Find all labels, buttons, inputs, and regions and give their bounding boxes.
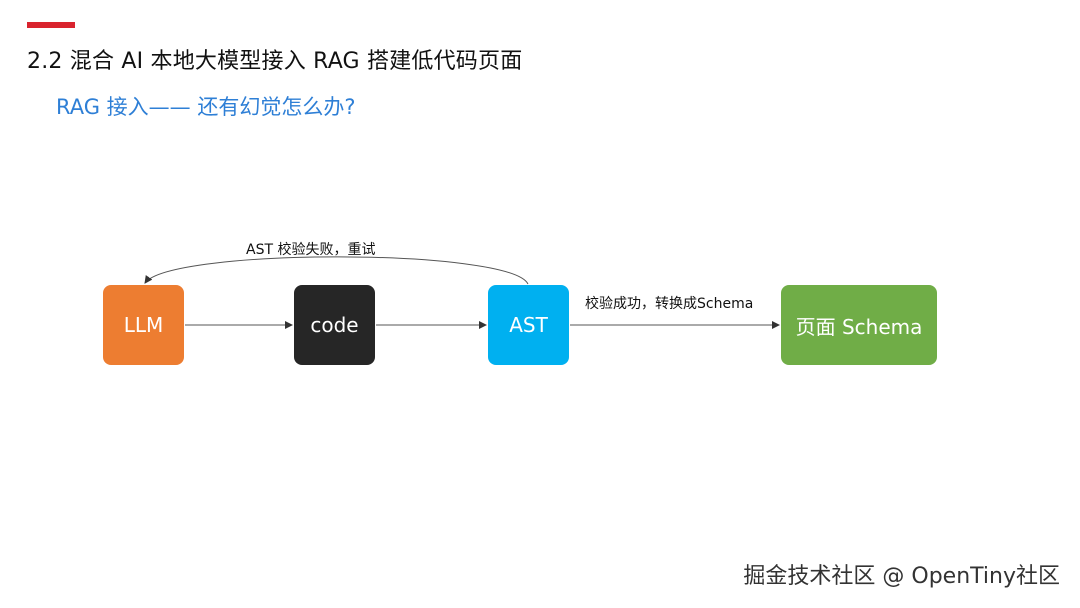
edge-ast-to-llm-retry bbox=[144, 256, 529, 285]
edge-label-retry: AST 校验失败，重试 bbox=[246, 242, 376, 258]
title-accent-bar bbox=[27, 22, 75, 28]
slide-subtitle: RAG 接入—— 还有幻觉怎么办? bbox=[56, 95, 356, 119]
watermark: 掘金技术社区 @ OpenTiny社区 bbox=[743, 564, 1060, 589]
edge-label-success: 校验成功，转换成Schema bbox=[585, 296, 754, 312]
node-page-schema: 页面 Schema bbox=[781, 285, 937, 365]
node-ast: AST bbox=[488, 285, 569, 365]
slide-title: 2.2 混合 AI 本地大模型接入 RAG 搭建低代码页面 bbox=[27, 49, 523, 74]
node-code: code bbox=[294, 285, 375, 365]
node-llm: LLM bbox=[103, 285, 184, 365]
